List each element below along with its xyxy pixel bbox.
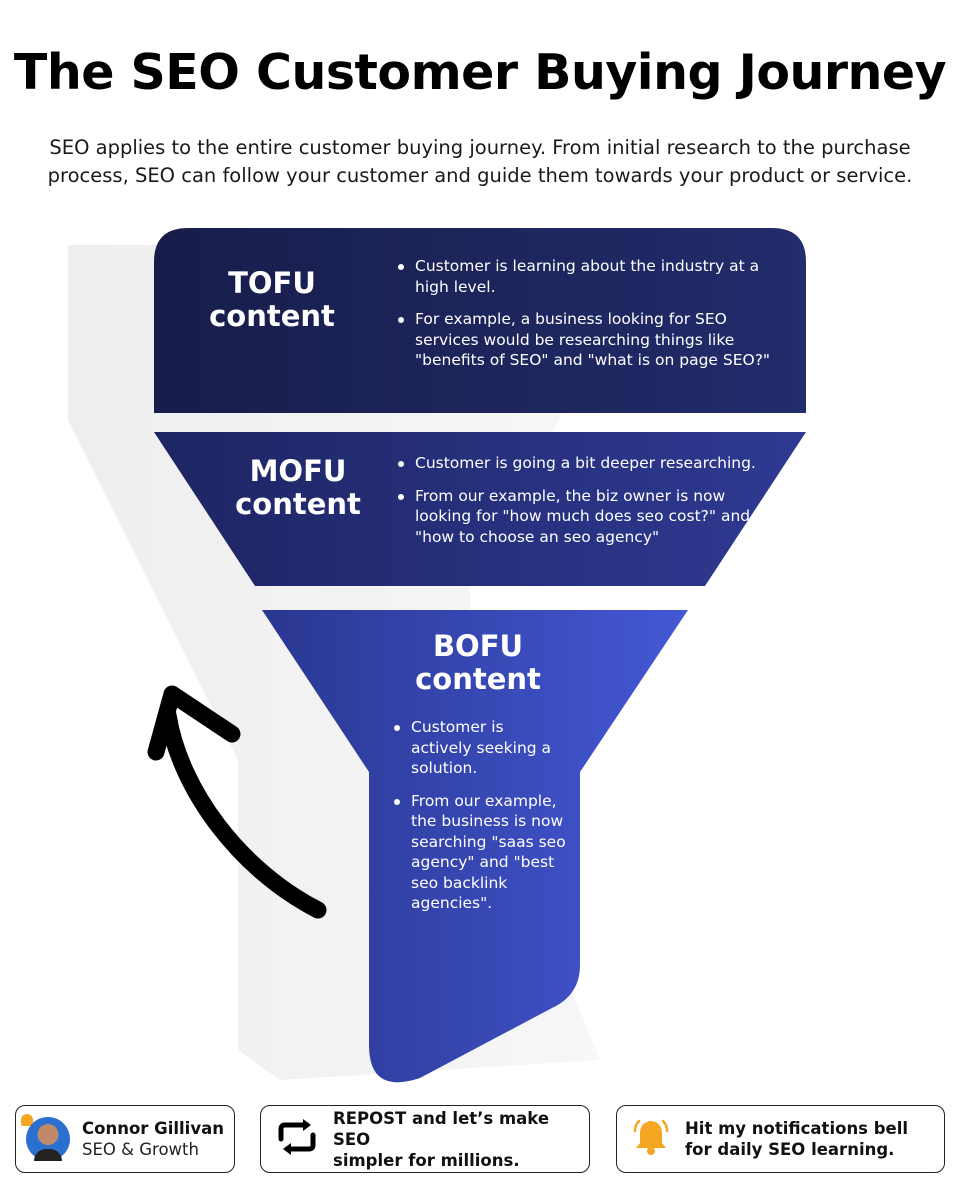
page-title: The SEO Customer Buying Journey	[13, 44, 947, 101]
mofu-bullets: Customer is going a bit deeper researchi…	[395, 453, 775, 559]
tofu-band	[154, 228, 806, 413]
tofu-bullets: Customer is learning about the industry …	[395, 256, 780, 383]
author-role: SEO & Growth	[82, 1140, 199, 1159]
list-item: For example, a business looking for SEO …	[395, 309, 780, 371]
mofu-band	[154, 432, 806, 586]
bell-icon[interactable]	[631, 1117, 671, 1161]
mofu-title-line2: content	[235, 487, 361, 521]
tofu-title: TOFU content	[190, 267, 354, 333]
curved-arrow-up-icon	[147, 685, 327, 919]
bofu-bullets: Customer is actively seeking a solution.…	[391, 717, 567, 926]
mofu-title-line1: MOFU	[249, 454, 347, 488]
tofu-title-line1: TOFU	[228, 266, 316, 300]
intro-text: SEO applies to the entire customer buyin…	[47, 136, 913, 187]
list-item: From our example, the biz owner is now l…	[395, 486, 775, 548]
avatar	[26, 1117, 70, 1161]
repost-line1: REPOST and let’s make SEO	[333, 1108, 550, 1149]
bofu-title: BOFU content	[400, 630, 556, 696]
mofu-title: MOFU content	[220, 455, 376, 521]
bell-line1: Hit my notifications bell	[685, 1119, 909, 1138]
bell-badge-icon	[21, 1114, 33, 1126]
repost-card[interactable]: REPOST and let’s make SEO simpler for mi…	[260, 1105, 590, 1173]
author-card[interactable]: Connor Gillivan SEO & Growth	[15, 1105, 235, 1173]
list-item: Customer is going a bit deeper researchi…	[395, 453, 775, 474]
tofu-title-line2: content	[209, 299, 335, 333]
bofu-band	[262, 610, 688, 1083]
notification-card[interactable]: Hit my notifications bell for daily SEO …	[616, 1105, 945, 1173]
list-item: From our example, the business is now se…	[391, 791, 567, 914]
repost-line2: simpler for millions.	[333, 1150, 520, 1170]
bofu-title-line1: BOFU	[432, 629, 524, 663]
repost-icon[interactable]	[275, 1119, 319, 1159]
author-name: Connor Gillivan	[82, 1119, 224, 1138]
bofu-title-line2: content	[415, 662, 541, 696]
funnel-diagram	[68, 228, 806, 1083]
list-item: Customer is actively seeking a solution.	[391, 717, 567, 779]
bell-line2: for daily SEO learning.	[685, 1140, 895, 1159]
list-item: Customer is learning about the industry …	[395, 256, 780, 297]
